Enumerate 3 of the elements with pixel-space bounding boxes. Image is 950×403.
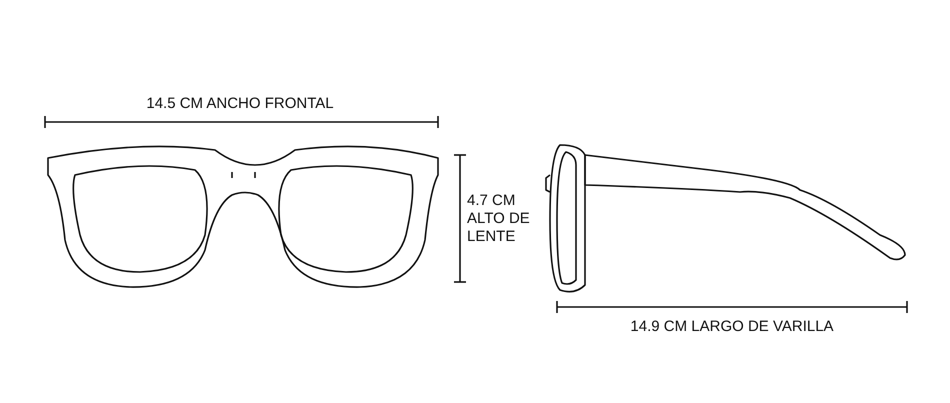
dimension-label: 14.9 CM LARGO DE VARILLA <box>629 318 835 336</box>
dimension-label: 4.7 CM ALTO DE LENTE <box>467 192 531 246</box>
dimension-label: 14.5 CM ANCHO FRONTAL <box>145 95 335 113</box>
